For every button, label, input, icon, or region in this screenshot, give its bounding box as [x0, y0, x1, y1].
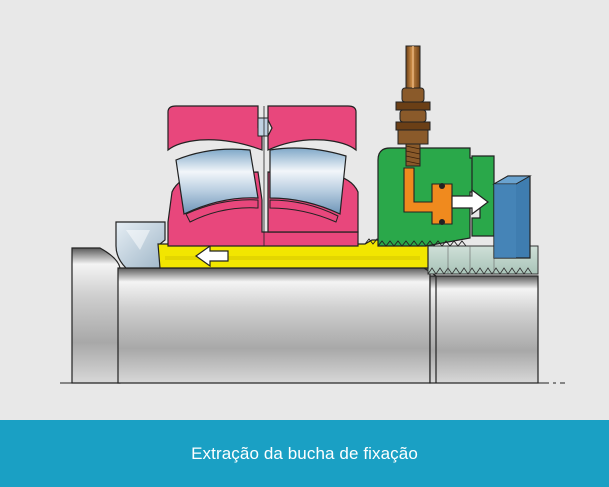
- diagram-panel: [0, 0, 609, 420]
- left-arrow-icon: [194, 244, 229, 268]
- caption-bar: Extração da bucha de fixação: [0, 420, 609, 487]
- abutment-collar: [115, 221, 166, 269]
- stop-block: [492, 175, 532, 259]
- oil-channel: [403, 167, 453, 225]
- right-arrow-icon: [451, 188, 489, 216]
- shaft: [60, 247, 565, 384]
- mounting-diagram: [60, 45, 565, 384]
- oil-pipe-fitting: [395, 45, 431, 167]
- spherical-roller-bearing: [167, 105, 359, 247]
- figure-caption: Extração da bucha de fixação: [191, 443, 418, 463]
